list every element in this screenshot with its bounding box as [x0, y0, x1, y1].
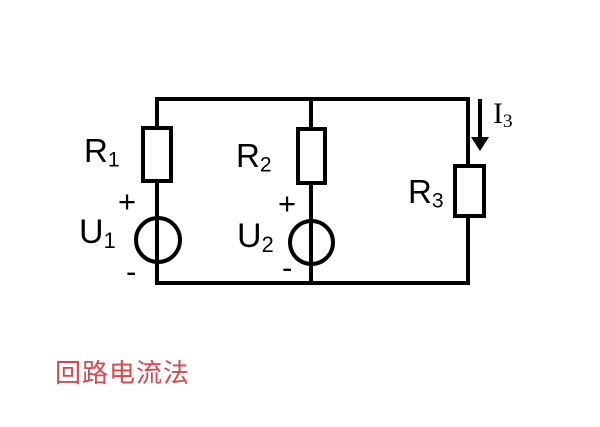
label-u1-base: U: [79, 213, 104, 251]
label-u1: U1: [79, 215, 116, 252]
resistor-r3-symbol: [453, 164, 486, 218]
label-u2-base: U: [237, 217, 262, 255]
branch2-wire: [309, 97, 313, 285]
label-r1: R1: [84, 134, 120, 171]
label-r2-sub: 2: [259, 153, 272, 177]
voltage-source-u1-symbol: [134, 216, 182, 264]
minus-sign-u1: -: [126, 254, 137, 289]
label-r3-sub: 3: [431, 189, 444, 213]
label-r2: R2: [236, 139, 272, 176]
current-arrowhead-i3-icon: [471, 137, 489, 151]
label-u2-sub: 2: [261, 231, 274, 257]
minus-sign-u2: -: [282, 250, 293, 285]
resistor-r2-symbol: [296, 127, 327, 185]
label-i3-sub: 3: [503, 111, 513, 133]
current-arrow-i3-icon: [478, 99, 482, 137]
resistor-r1-symbol: [141, 126, 173, 183]
label-r1-sub: 1: [107, 148, 120, 172]
label-r3-base: R: [408, 173, 432, 210]
label-r3: R3: [408, 175, 444, 212]
label-i3: I3: [493, 97, 513, 133]
branch1-wire: [155, 97, 159, 285]
caption-text: 回路电流法: [55, 359, 191, 388]
label-i3-base: I: [493, 97, 503, 130]
plus-sign-u1: +: [118, 184, 137, 219]
label-u1-sub: 1: [103, 227, 116, 253]
label-u2: U2: [237, 219, 274, 256]
label-r1-base: R: [84, 132, 108, 169]
plus-sign-u2: +: [278, 186, 297, 221]
voltage-source-u2-symbol: [288, 219, 335, 266]
label-r2-base: R: [236, 137, 260, 174]
